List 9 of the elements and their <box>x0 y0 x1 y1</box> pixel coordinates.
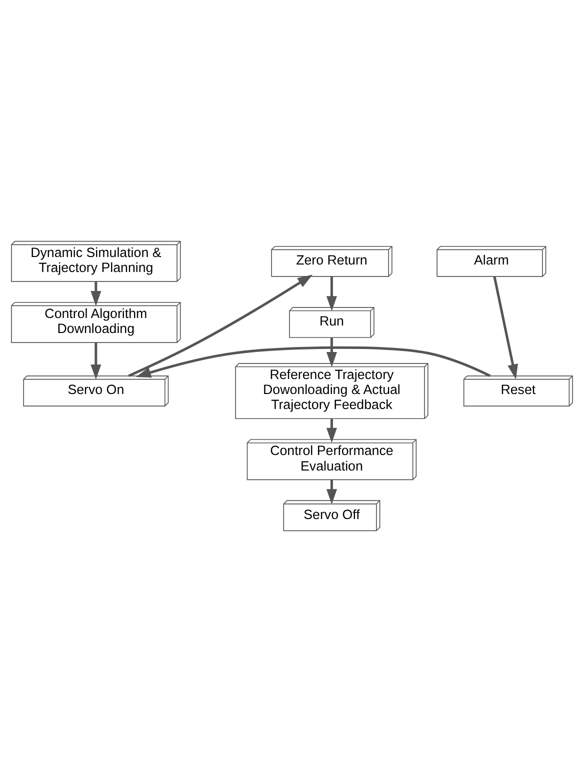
arrow <box>326 418 337 443</box>
arrow <box>326 338 337 368</box>
arrow <box>90 282 102 306</box>
arrow <box>90 342 102 380</box>
arrow <box>128 274 313 378</box>
arrow <box>326 276 337 312</box>
arrow <box>136 346 491 378</box>
arrow <box>326 480 337 504</box>
arrow <box>493 276 518 380</box>
